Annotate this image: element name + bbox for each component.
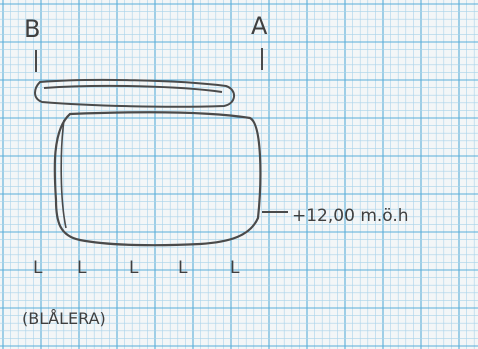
soil-mark: L [77,258,87,278]
soil-mark: L [129,258,139,278]
soil-mark: L [178,258,188,278]
level-label: +12,00 m.ö.h [292,206,409,226]
point-a-label: A [251,12,268,40]
soil-mark: L [230,258,240,278]
clay-mass-inner-stroke [60,119,67,229]
caption-label: (BLÅLERA) [22,309,106,328]
upper-layer-outline [34,78,235,108]
point-b-label: B [24,15,40,43]
soil-mark: L [33,258,43,278]
clay-mass-outline [53,111,262,247]
